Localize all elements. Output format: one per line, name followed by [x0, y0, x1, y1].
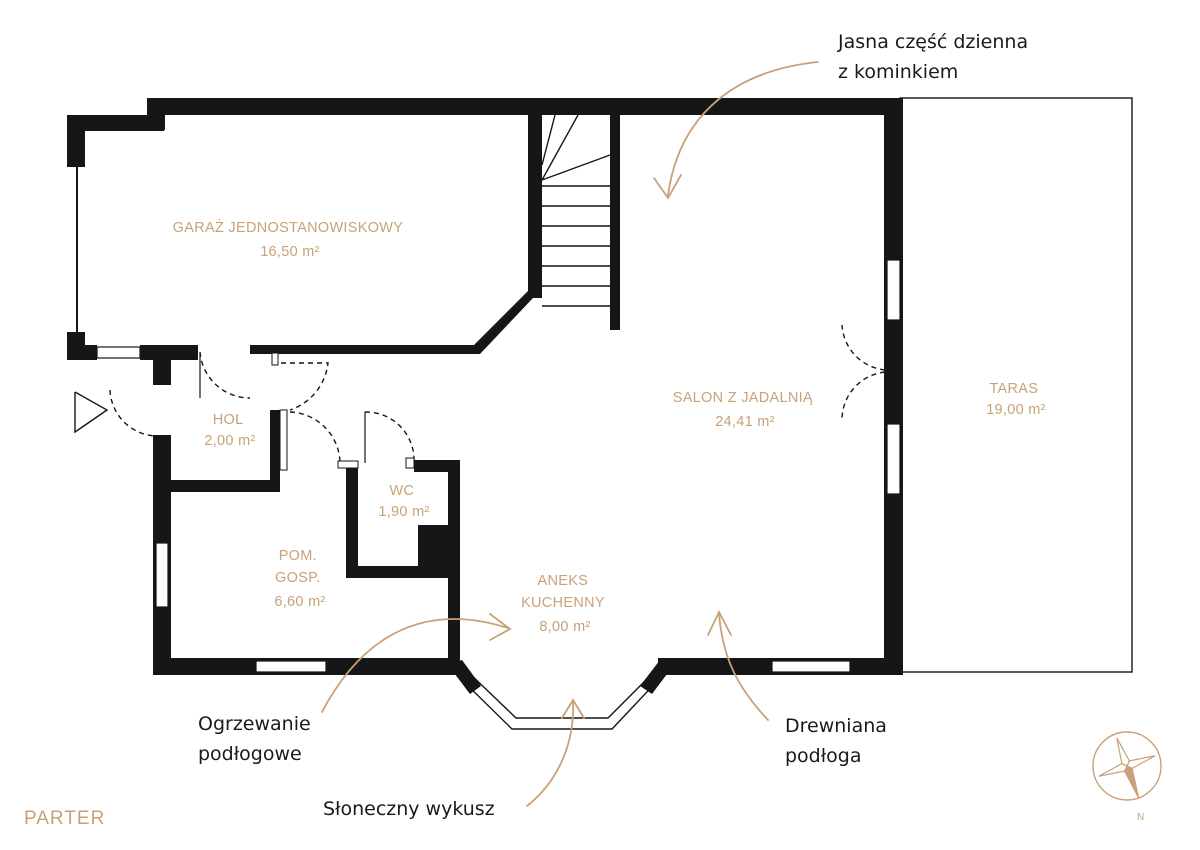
room-label-living: SALON Z JADALNIĄ 24,41 m² — [673, 390, 818, 430]
floor-label: PARTER — [24, 808, 105, 829]
windows — [96, 259, 901, 730]
compass-icon: N — [1092, 731, 1162, 823]
compass-north-label: N — [1137, 812, 1144, 823]
room-label-terrace: TARAS 19,00 m² — [986, 381, 1046, 418]
callout-bay-window: Słoneczny wykusz — [323, 798, 495, 820]
staircase — [541, 114, 611, 307]
callout-bright-day-area: Jasna część dzienna z kominkiem — [837, 31, 1034, 83]
room-label-wc: WC 1,90 m² — [378, 483, 429, 520]
room-label-kitchen: ANEKS KUCHENNY 8,00 m² — [521, 573, 609, 635]
callout-arrows — [321, 61, 819, 807]
callout-floor-heating: Ogrzewanie podłogowe — [198, 713, 317, 765]
room-label-garage: GARAŻ JEDNOSTANOWISKOWY 16,50 m² — [173, 218, 408, 260]
callout-wooden-floor: Drewniana podłoga — [785, 715, 893, 767]
room-label-utility: POM. GOSP. 6,60 m² — [274, 548, 325, 610]
doors — [74, 324, 886, 471]
room-label-hall: HOL 2,00 m² — [204, 412, 255, 449]
